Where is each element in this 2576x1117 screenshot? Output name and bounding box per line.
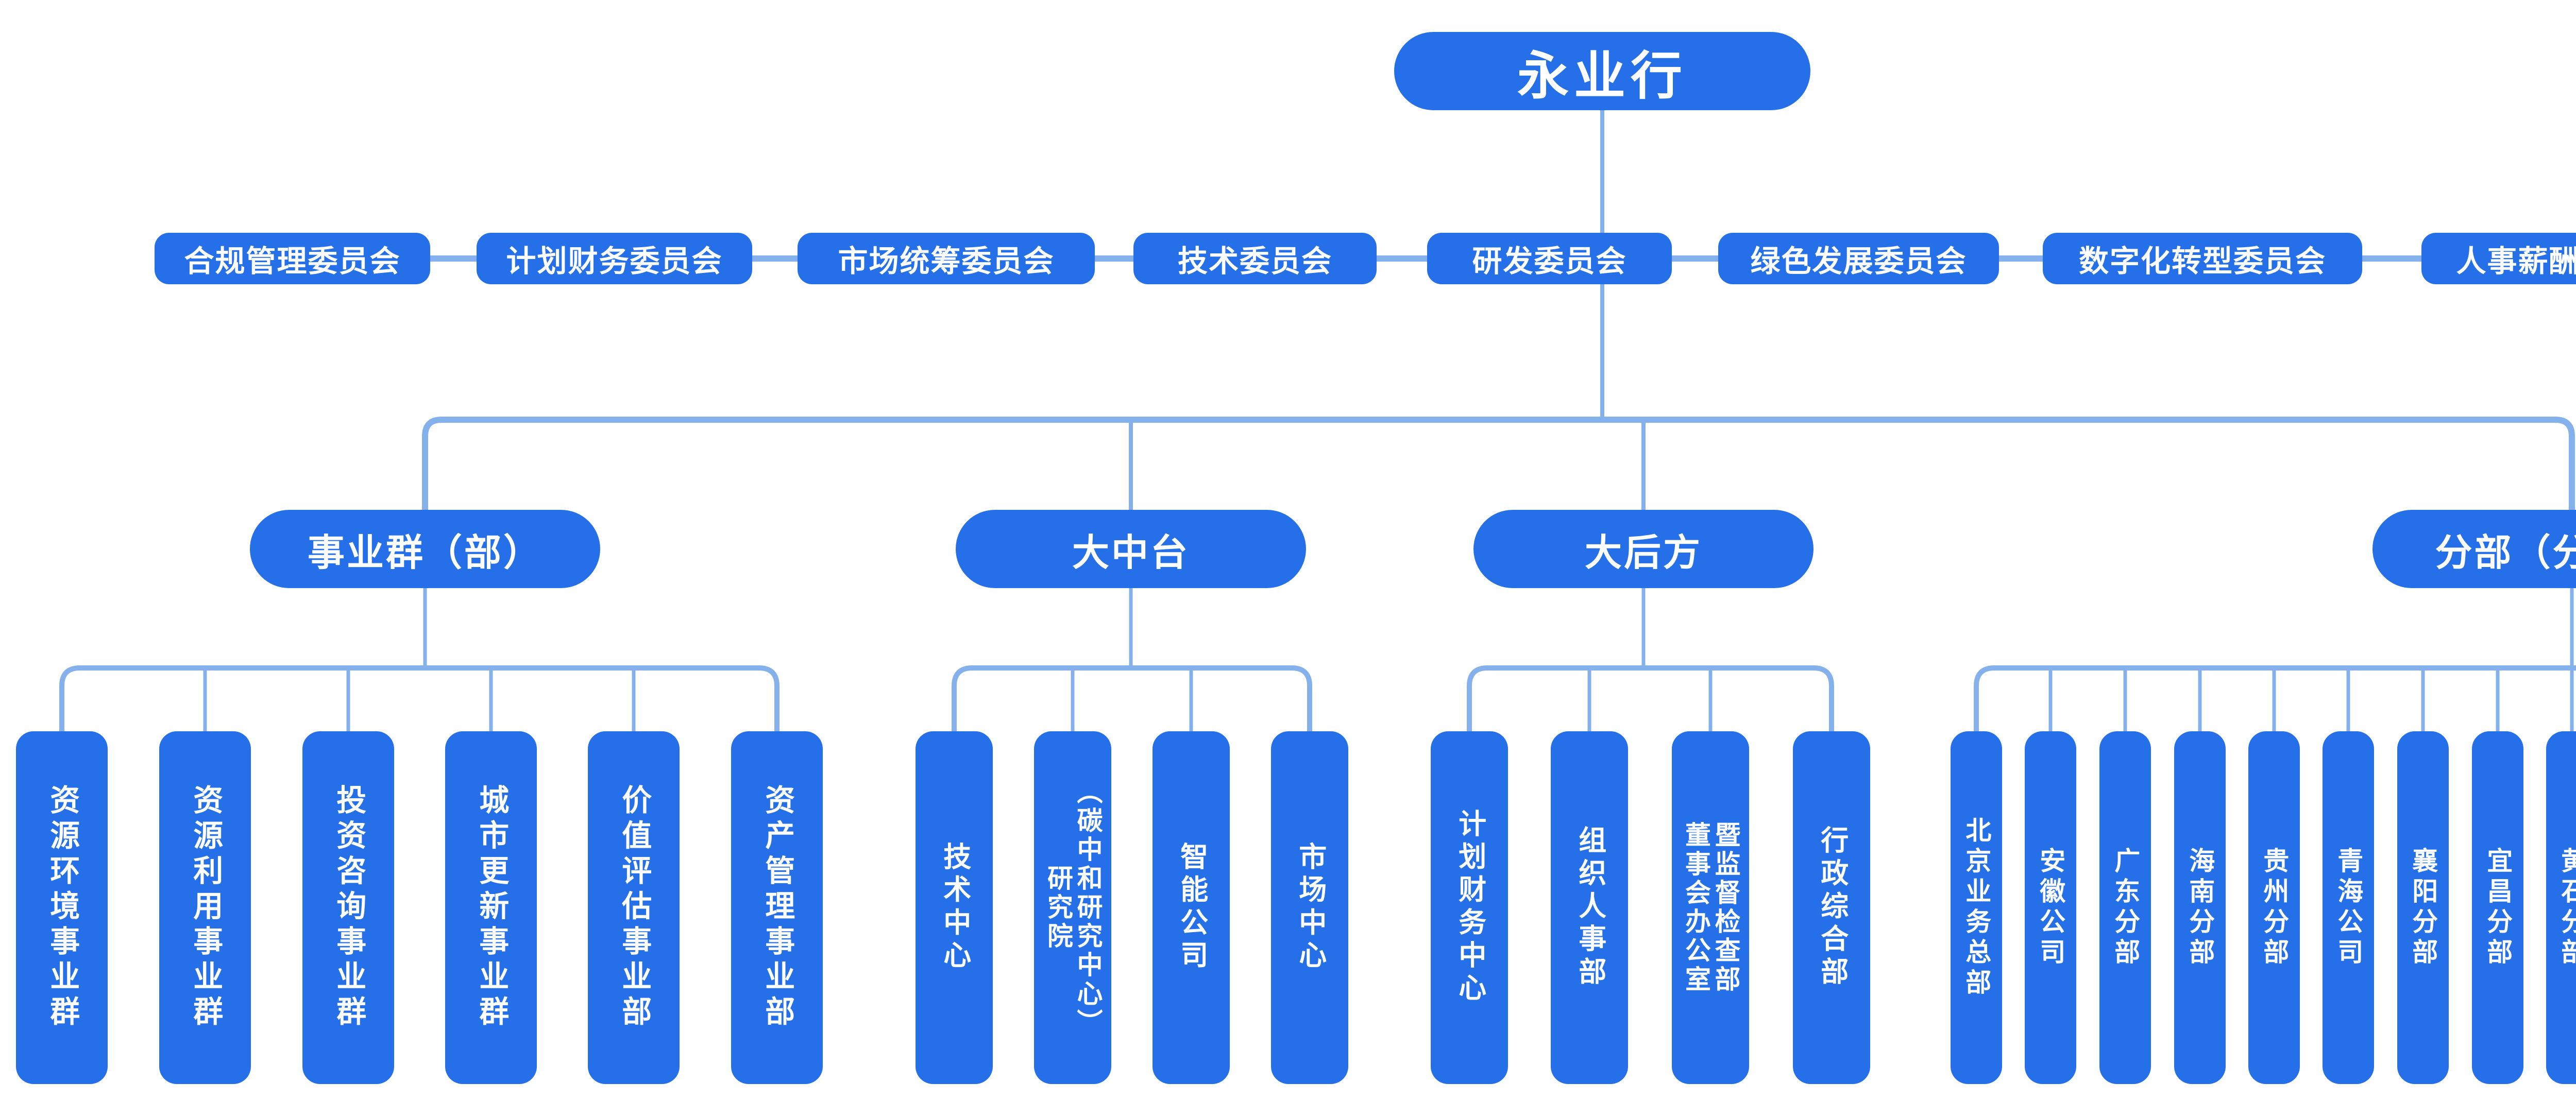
child-node: 襄阳分部	[2397, 731, 2449, 1084]
group-label: 大后方	[1584, 532, 1702, 574]
committee-node-green-development: 绿色发展委员会	[1718, 233, 1999, 284]
child-node: 研究院 （碳中和研究中心）	[1034, 731, 1111, 1084]
child-node: 技术中心	[916, 731, 993, 1084]
child-node: 组织人事部	[1551, 731, 1628, 1084]
root-node: 永业行	[1394, 32, 1810, 110]
committee-node-digital-transformation: 数字化转型委员会	[2043, 233, 2362, 284]
group4-branch-line	[1974, 665, 2576, 736]
child-node: 投资咨询事业群	[302, 731, 394, 1084]
committee-node-technology: 技术委员会	[1133, 233, 1377, 284]
committee-node-rnd: 研发委员会	[1427, 233, 1672, 284]
child-node: 市场中心	[1271, 731, 1348, 1084]
committee-node-hr-compensation: 人事薪酬委员会	[2421, 233, 2576, 284]
committee-label: 技术委员会	[1177, 245, 1332, 278]
root-label: 永业行	[1517, 47, 1687, 105]
child-node: 贵州分部	[2248, 731, 2300, 1084]
group-node-back-office: 大后方	[1473, 510, 1814, 588]
child-node: 广东分部	[2099, 731, 2151, 1084]
child-node: 安徽公司	[2025, 731, 2076, 1084]
child-node: 黄石分部	[2546, 731, 2576, 1084]
committee-node-planning-finance: 计划财务委员会	[477, 233, 752, 284]
child-node: 董事会办公室 暨监督检查部	[1672, 731, 1749, 1084]
child-node: 行政综合部	[1793, 731, 1870, 1084]
group-node-business-groups: 事业群（部）	[250, 510, 600, 588]
child-node: 计划财务中心	[1431, 731, 1508, 1084]
child-node: 宜昌分部	[2472, 731, 2523, 1084]
group-label: 大中台	[1072, 532, 1190, 574]
child-node: 资源利用事业群	[159, 731, 251, 1084]
main-branch-line	[422, 417, 2575, 513]
child-node: 资产管理事业部	[731, 731, 823, 1084]
committee-node-compliance: 合规管理委员会	[155, 233, 430, 284]
child-node: 资源环境事业群	[16, 731, 108, 1084]
group3-branch-line	[1467, 665, 1834, 736]
group-label: 分部（分公司）	[2435, 532, 2576, 574]
group1-branch-line	[59, 665, 779, 736]
committee-node-market-coordination: 市场统筹委员会	[798, 233, 1095, 284]
committee-label: 人事薪酬委员会	[2456, 245, 2576, 278]
child-node: 智能公司	[1153, 731, 1230, 1084]
group-node-branches: 分部（分公司）	[2372, 510, 2576, 588]
committee-label: 市场统筹委员会	[838, 245, 1055, 278]
committee-label: 绿色发展委员会	[1750, 245, 1967, 278]
committee-label: 计划财务委员会	[506, 245, 723, 278]
group-node-middle-platform: 大中台	[956, 510, 1306, 588]
group-label: 事业群（部）	[307, 532, 543, 574]
group2-branch-line	[952, 665, 1312, 736]
child-node: 北京业务总部	[1951, 731, 2002, 1084]
child-node: 城市更新事业群	[445, 731, 537, 1084]
child-node: 青海公司	[2323, 731, 2374, 1084]
committee-label: 数字化转型委员会	[2078, 245, 2326, 278]
child-node: 海南分部	[2174, 731, 2226, 1084]
child-node: 价值评估事业部	[588, 731, 680, 1084]
committee-label: 研发委员会	[1472, 245, 1627, 278]
committee-label: 合规管理委员会	[184, 245, 401, 278]
